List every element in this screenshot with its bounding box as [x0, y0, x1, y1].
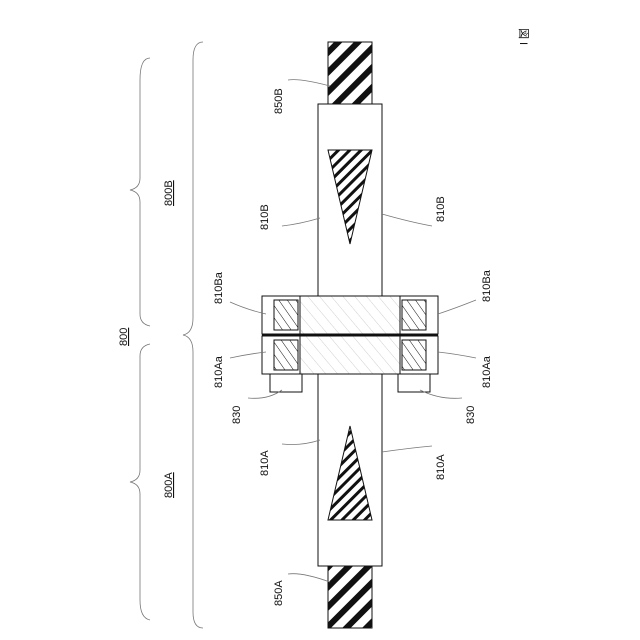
leader-810b-right [382, 214, 432, 226]
leader-810b-left [282, 218, 320, 226]
label-810a-right: 810A [435, 454, 447, 480]
cap-830-left [270, 374, 302, 392]
label-830-right: 830 [465, 406, 477, 424]
flange-insert-810aa-right [402, 340, 426, 370]
leader-810a-right [382, 446, 432, 452]
leader-850a [288, 574, 330, 582]
flange-insert-810ba-right [402, 300, 426, 330]
blade-upper-exposed [328, 42, 372, 104]
brace-800a [130, 344, 150, 620]
brace-800b [130, 58, 150, 326]
label-810aa-right: 810Aa [481, 355, 493, 388]
label-810a-left: 810A [259, 450, 271, 476]
label-830-left: 830 [231, 406, 243, 424]
label-850b: 850B [273, 88, 285, 114]
leader-810aa-right [438, 352, 476, 358]
leader-810a-left [282, 440, 320, 445]
label-800a: 800A [163, 472, 175, 498]
leader-810ba-right [438, 300, 476, 314]
label-800: 800 [118, 328, 130, 346]
figure-number: 図 I [517, 28, 530, 45]
label-800b: 800B [163, 180, 175, 206]
brace-800 [183, 42, 203, 628]
flange-insert-810aa-left [274, 340, 298, 370]
label-810b-left: 810B [259, 204, 271, 230]
leader-810ba-left [230, 302, 266, 314]
label-850a: 850A [273, 580, 285, 606]
flange-insert-810ba-left [274, 300, 298, 330]
label-810ba-right: 810Ba [481, 269, 493, 302]
label-810ba-left: 810Ba [213, 271, 225, 304]
label-810b-right: 810B [435, 196, 447, 222]
cap-830-right [398, 374, 430, 392]
leader-850b [288, 80, 330, 86]
label-810aa-left: 810Aa [213, 355, 225, 388]
blade-lower-exposed [328, 566, 372, 628]
leader-810aa-left [230, 352, 266, 358]
